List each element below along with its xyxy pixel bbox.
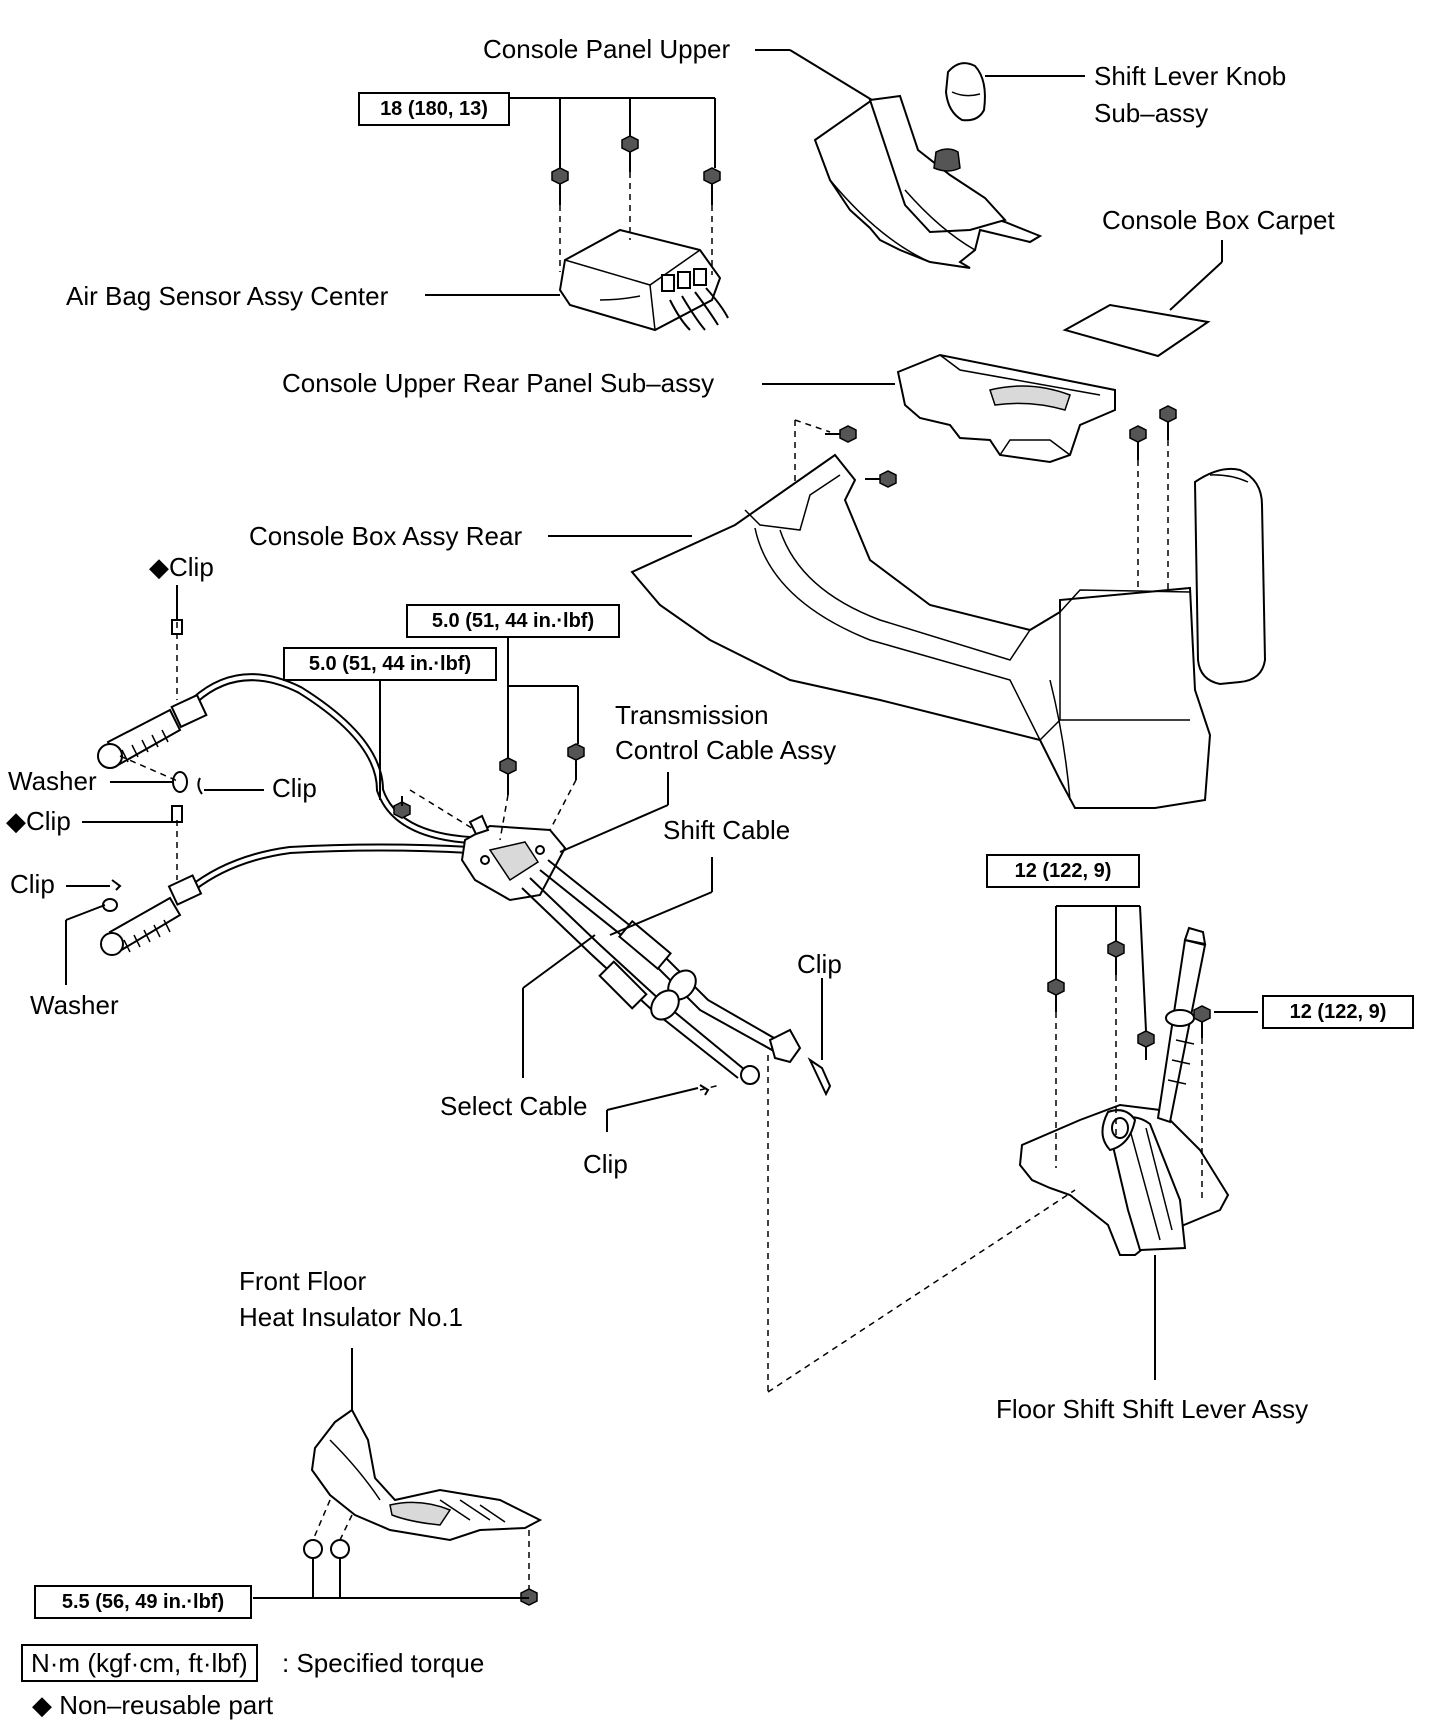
clips-washers-left [102, 619, 203, 912]
label-washer-lower: Washer [30, 990, 119, 1020]
label-clip-upper-right: Clip [272, 773, 317, 803]
front-floor-heat-insulator [310, 1408, 543, 1542]
torque-box-cable-bracket-right: 5.0 (51, 44 in.·lbf) [406, 604, 620, 638]
floor-shift-lever [1018, 926, 1230, 1256]
legend-torque-unit: N·m (kgf·cm, ft·lbf) [21, 1644, 258, 1682]
label-air-bag-sensor: Air Bag Sensor Assy Center [66, 281, 389, 311]
label-clip-right: Clip [797, 949, 842, 979]
label-transmission-cable-1: Transmission [615, 700, 769, 730]
console-upper-rear-panel [896, 353, 1116, 464]
console-box-rear [630, 453, 1212, 809]
console-panel-upper [813, 94, 1043, 269]
label-console-box-carpet: Console Box Carpet [1102, 205, 1335, 235]
rear-panel-bolts [825, 405, 1177, 488]
label-clip-nonreusable-lower: ◆Clip [6, 806, 71, 836]
legend-nonreusable: ◆ Non–reusable part [32, 1690, 274, 1720]
torque-box-shift-lever-right: 12 (122, 9) [1262, 995, 1414, 1029]
torque-box-shift-lever-upper: 12 (122, 9) [986, 854, 1140, 888]
transmission-control-cable-assy [97, 673, 802, 1085]
air-bag-bolts [551, 135, 721, 205]
label-transmission-cable-2: Control Cable Assy [615, 735, 837, 765]
label-front-floor-2: Heat Insulator No.1 [239, 1302, 464, 1332]
cable-bracket-bolts [393, 743, 585, 819]
label-select-cable: Select Cable [440, 1091, 588, 1121]
torque-box-cable-bracket-left: 5.0 (51, 44 in.·lbf) [283, 647, 497, 681]
legend-torque-desc: : Specified torque [282, 1648, 485, 1678]
label-front-floor-1: Front Floor [239, 1266, 367, 1296]
label-floor-shift-lever: Floor Shift Shift Lever Assy [996, 1394, 1309, 1424]
console-armrest [1193, 467, 1267, 686]
label-console-panel-upper: Console Panel Upper [483, 34, 731, 64]
label-console-box-rear: Console Box Assy Rear [249, 521, 523, 551]
label-clip-left: Clip [10, 869, 55, 899]
shift-lever-knob [944, 62, 986, 122]
cable-end-clips [699, 1057, 832, 1097]
label-clip-top: ◆Clip [149, 552, 214, 582]
label-shift-lever-knob-1: Shift Lever Knob [1094, 61, 1287, 91]
label-washer-upper: Washer [8, 766, 97, 796]
heat-insulator-nuts [303, 1539, 538, 1606]
label-console-upper-rear-panel: Console Upper Rear Panel Sub–assy [282, 368, 715, 398]
torque-box-heat-insulator: 5.5 (56, 49 in.·lbf) [34, 1585, 252, 1619]
label-shift-lever-knob-2: Sub–assy [1094, 98, 1209, 128]
console-box-carpet [1062, 303, 1211, 358]
torque-box-air-bag: 18 (180, 13) [358, 92, 510, 126]
air-bag-sensor [558, 228, 729, 332]
label-shift-cable: Shift Cable [663, 815, 791, 845]
label-clip-bottom: Clip [583, 1149, 628, 1179]
